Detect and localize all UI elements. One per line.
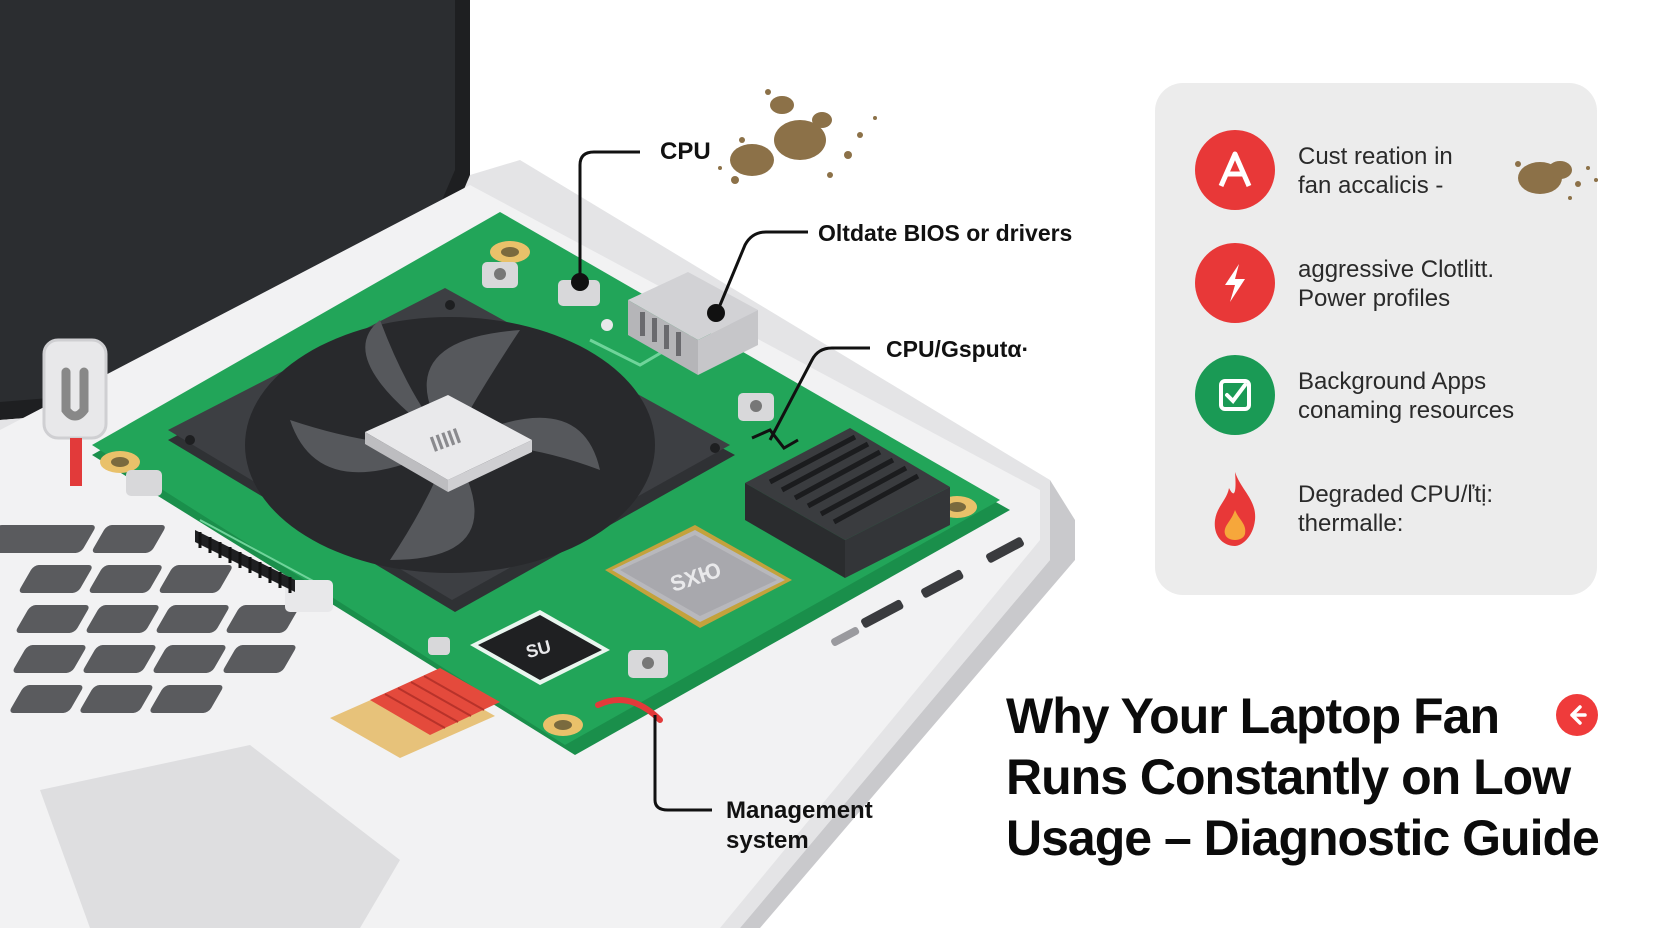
cooling-fan: IIIII [168,288,735,612]
lightning-bolt-icon [1195,243,1275,323]
usb-connector [42,338,108,486]
cause-power-line1: aggressive Clotlitt. [1298,256,1495,283]
cause-item-power: aggressive Clotlitt. Power profiles [1195,243,1575,327]
letter-a-icon [1195,130,1275,210]
heatsink-block [745,428,950,578]
dust-smudge [1515,161,1598,200]
controller-chip: SU [470,610,610,685]
title-line2: Runs Constantly on Low [1006,749,1571,805]
callout-management-line1: Management [726,797,873,824]
cause-item-apps: Background Apps conaming resources [1195,355,1575,439]
ribbon-cable [330,668,500,758]
cause-apps-line1: Background Apps [1298,368,1487,395]
page-title: Why Your Laptop Fan Runs Constantly on L… [1006,686,1606,869]
callout-management-line2: system [726,827,809,854]
side-ports [831,537,1024,647]
cause-item-thermal: Degraded CPU/ľtị: thermalle: [1195,468,1575,552]
trackpad [40,745,400,928]
signal-wave [751,428,799,450]
checkbox-icon [1195,355,1275,435]
mounting-posts [100,241,977,736]
callout-management: Management system [726,796,873,856]
causes-panel: Cust reation in fan accalicis - aggressi… [1155,83,1598,595]
callout-cpu: CPU [660,138,711,165]
arrow-left-icon [1556,694,1598,736]
title-line3: Usage – Diagnostic Guide [1006,810,1600,866]
bios-chip [628,272,758,375]
callout-gpu: CPU/Gsputα· [886,336,1030,362]
cause-thermal-line1: Degraded CPU/ľtị: [1298,481,1494,508]
dust-cloud [718,89,877,184]
red-cable [595,697,663,723]
cause-apps-line2: conaming resources [1298,397,1515,424]
cause-item-fan: Cust reation in fan accalicis - [1195,130,1598,214]
title-line1: Why Your Laptop Fan [1006,688,1500,744]
cause-fan-line2: fan accalicis - [1298,172,1444,199]
pin-header [195,530,295,593]
cause-power-line2: Power profiles [1298,285,1451,312]
cause-thermal-line2: thermalle: [1298,510,1404,537]
callout-bios: Oltdate BIOS or drivers [818,220,1073,246]
flame-icon [1195,468,1275,548]
callout-lines [578,150,870,812]
cause-fan-line1: Cust reation in [1298,143,1453,170]
processor-chip: SXЮ [605,525,792,628]
keyboard [0,525,299,713]
callout-dots [571,273,725,322]
